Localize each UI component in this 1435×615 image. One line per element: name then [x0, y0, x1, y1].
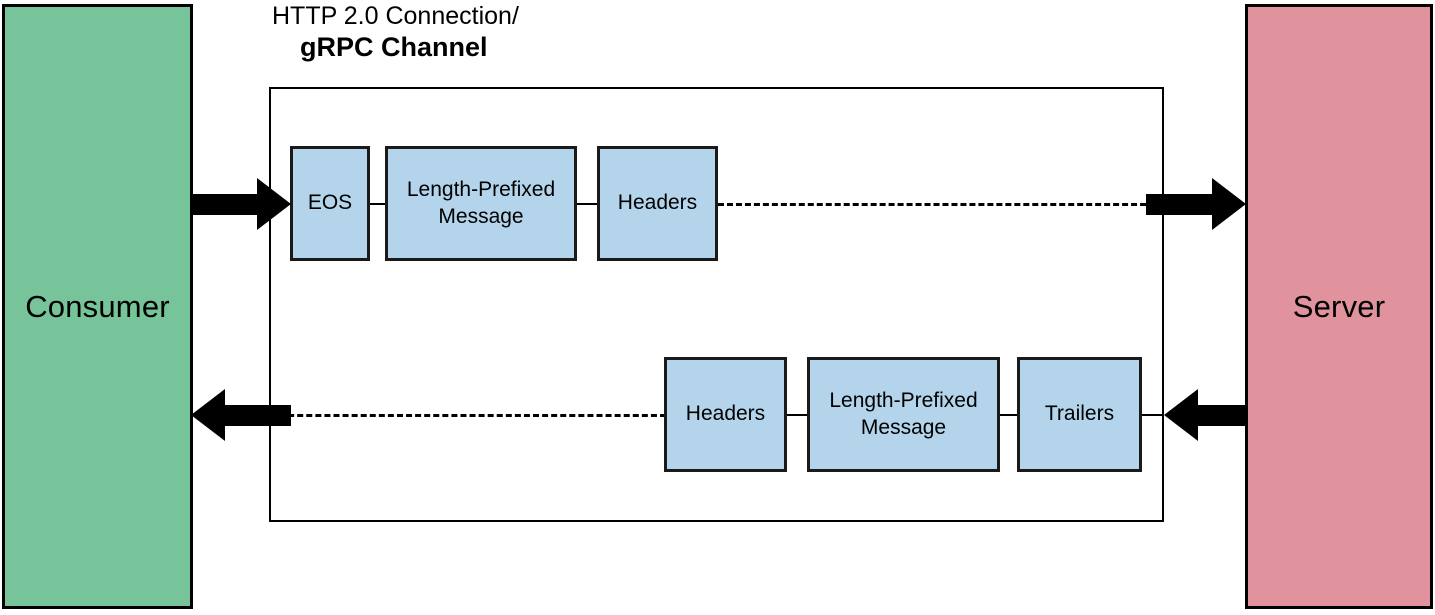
arrow-shaft	[1146, 194, 1216, 215]
server-panel: Server	[1245, 4, 1433, 609]
frame-box-trailers: Trailers	[1017, 357, 1142, 472]
connector-eos-to-message	[368, 203, 387, 205]
frame-box-response-headers: Headers	[664, 357, 787, 472]
connector-trailers-to-channel	[1140, 414, 1164, 416]
connector-message-to-headers	[575, 203, 599, 205]
dashed-line-response	[270, 414, 666, 417]
arrow-consumer-to-channel-icon	[191, 178, 291, 230]
frame-box-request-length-prefixed-message-label: Length-Prefixed Message	[406, 178, 556, 228]
server-label: Server	[1292, 288, 1386, 324]
dashed-line-request	[718, 203, 1164, 206]
frame-box-request-headers-label: Headers	[617, 191, 698, 215]
channel-title: HTTP 2.0 Connection/ gRPC Channel	[272, 2, 692, 63]
frame-box-eos: EOS	[290, 146, 370, 261]
arrow-head	[1212, 178, 1246, 230]
channel-title-line-1: HTTP 2.0 Connection/	[272, 2, 519, 30]
frame-box-response-length-prefixed-message-label: Length-Prefixed Message	[829, 389, 978, 439]
arrow-shaft	[1194, 405, 1248, 426]
frame-box-response-length-prefixed-message: Length-Prefixed Message	[807, 357, 1000, 472]
connector-response-headers-to-message	[787, 414, 809, 416]
frame-box-request-length-prefixed-message: Length-Prefixed Message	[385, 146, 577, 261]
arrow-head	[1164, 389, 1198, 441]
connector-response-message-to-trailers	[999, 414, 1019, 416]
frame-box-trailers-label: Trailers	[1044, 402, 1115, 426]
arrow-head	[191, 389, 225, 441]
arrow-head	[257, 178, 291, 230]
frame-box-response-headers-label: Headers	[685, 402, 766, 426]
arrow-server-to-channel-icon	[1164, 389, 1248, 441]
channel-title-line-2: gRPC Channel	[300, 31, 488, 62]
consumer-label: Consumer	[25, 288, 170, 324]
arrow-shaft	[191, 194, 261, 215]
consumer-panel: Consumer	[2, 4, 193, 609]
arrow-channel-to-server-icon	[1146, 178, 1247, 230]
frame-box-eos-label: EOS	[307, 191, 353, 215]
arrow-channel-to-consumer-icon	[191, 389, 291, 441]
frame-box-request-headers: Headers	[597, 146, 718, 261]
arrow-shaft	[221, 405, 291, 426]
http2-channel-container	[269, 87, 1164, 522]
